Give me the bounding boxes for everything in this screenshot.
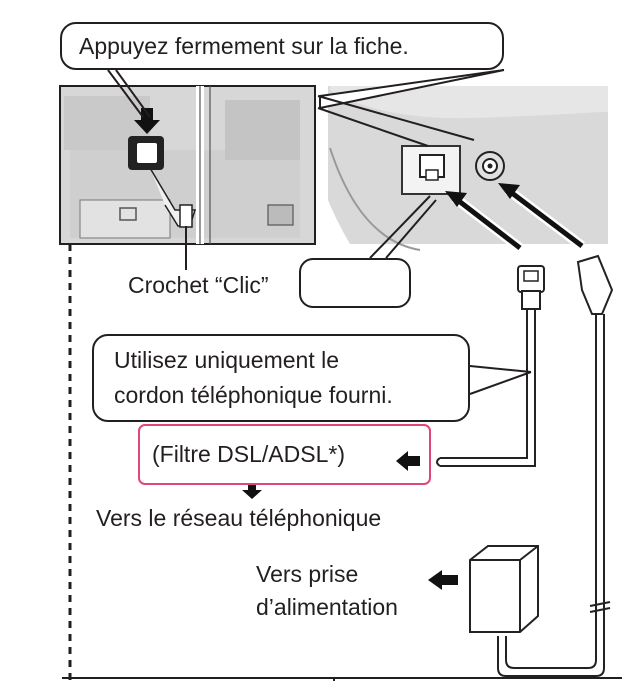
cord-callout-line2: cordon téléphonique fourni. <box>114 382 393 408</box>
base-unit-closeup <box>59 85 316 245</box>
cord-callout-line1: Utilisez uniquement le <box>114 347 340 373</box>
phone-jack-arrow-icon <box>445 191 467 207</box>
press-firmly-text: Appuyez fermement sur la fiche. <box>79 33 409 59</box>
base-unit-back-photo <box>328 86 608 252</box>
press-firmly-callout: Appuyez fermement sur la fiche. <box>60 22 504 70</box>
power-jack-arrow-icon <box>498 183 520 199</box>
ac-adaptor <box>428 545 539 633</box>
network-label: Vers le réseau téléphonique <box>96 505 382 531</box>
power-label-line2: d’alimentation <box>256 594 398 620</box>
power-arrow-icon <box>428 570 458 590</box>
power-label-line1: Vers prise <box>256 561 359 587</box>
phone-cord-plug <box>440 265 545 467</box>
push-arrow-icon <box>134 108 160 134</box>
network-arrow-icon <box>242 484 262 499</box>
filter-arrow-icon <box>396 451 420 471</box>
cord-callout: Utilisez uniquement le cordon téléphoniq… <box>92 334 470 422</box>
power-cord-plug <box>497 254 614 677</box>
dsl-filter-label: (Filtre DSL/ADSL*) <box>152 441 345 467</box>
hook-label: Crochet “Clic” <box>128 272 269 298</box>
clic-hook-callout <box>299 258 411 308</box>
dsl-filter-highlight: (Filtre DSL/ADSL*) <box>138 424 431 485</box>
